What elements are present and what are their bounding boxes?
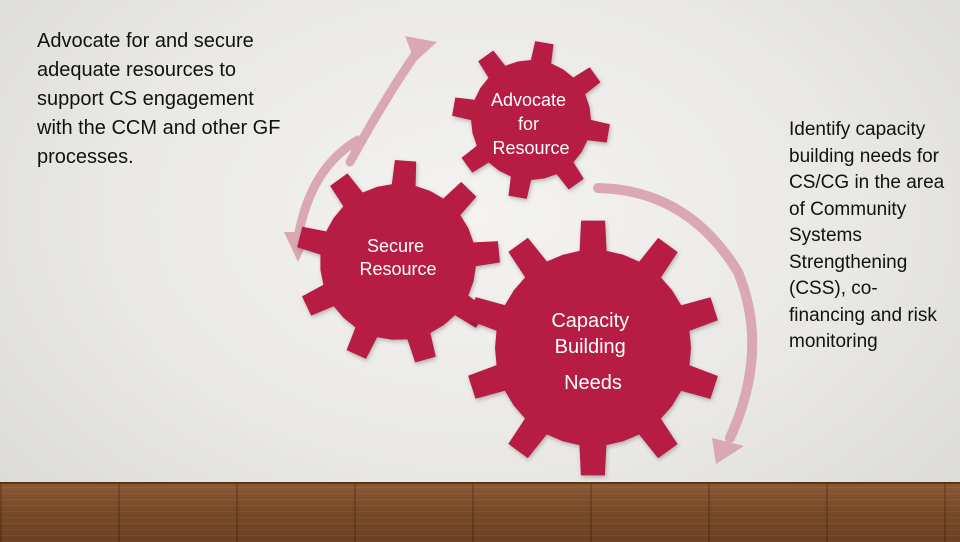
secure-gear-label: Secure Resource bbox=[359, 236, 436, 279]
arrow-right-head bbox=[712, 438, 744, 464]
cycle-arrows bbox=[284, 36, 758, 464]
advocate-gear-label: Advocate for Resource bbox=[491, 90, 571, 158]
arrow-right bbox=[593, 183, 758, 443]
secure-gear bbox=[297, 160, 500, 363]
arrow-left bbox=[293, 135, 363, 243]
capacity-gear bbox=[468, 220, 718, 476]
arrow-upper-left bbox=[345, 47, 422, 167]
capacity-label-line-3: Needs bbox=[564, 372, 622, 394]
arrow-upper-left-head bbox=[405, 36, 437, 62]
secure-label-line-1: Secure bbox=[367, 236, 424, 256]
wood-floor bbox=[0, 482, 960, 542]
capacity-label-line-1: Capacity bbox=[551, 310, 629, 332]
left-description: Advocate for and secure adequate resourc… bbox=[37, 30, 281, 168]
gear-cycle-diagram: Advocate for Resource Secure Resource Ca… bbox=[284, 36, 758, 476]
capacity-gear-label: Capacity Building Needs bbox=[551, 310, 634, 394]
right-description: Identify capacity building needs for CS/… bbox=[789, 119, 945, 352]
advocate-label-line-3: Resource bbox=[492, 138, 569, 158]
advocate-gear bbox=[452, 41, 610, 199]
secure-label-line-2: Resource bbox=[359, 259, 436, 279]
advocate-label-line-1: Advocate bbox=[491, 90, 566, 110]
capacity-label-line-2: Building bbox=[555, 336, 626, 358]
advocate-label-line-2: for bbox=[518, 114, 539, 134]
